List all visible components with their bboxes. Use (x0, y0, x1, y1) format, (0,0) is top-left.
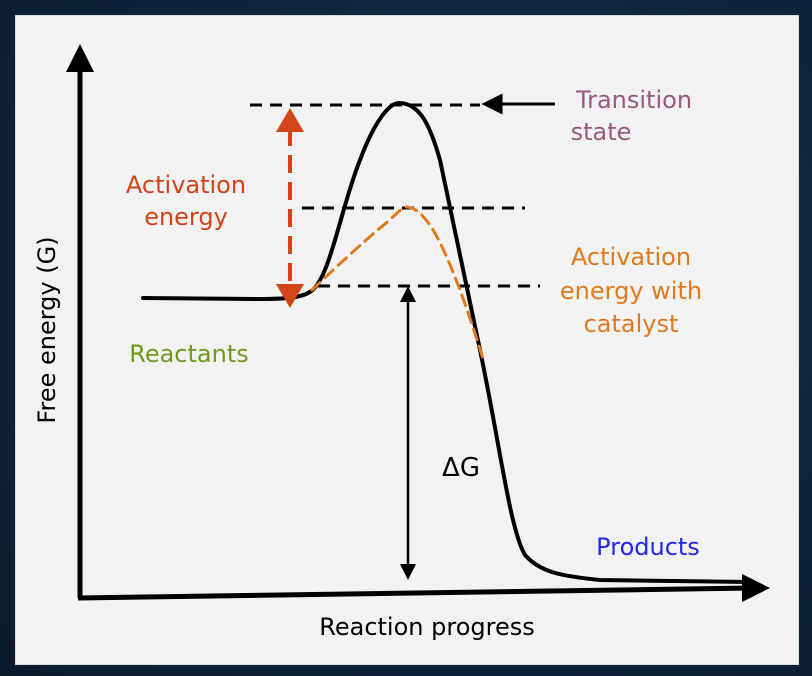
catalyst-curve (310, 205, 486, 364)
catalyst-label-2: energy with (560, 277, 702, 305)
reactants-label: Reactants (129, 340, 249, 368)
activation-energy-label-2: energy (144, 203, 228, 231)
catalyst-label-1: Activation (571, 243, 691, 271)
transition-state-label-2: state (571, 118, 632, 146)
delta-g-label: ΔG (442, 453, 480, 483)
transition-state-label-1: Transition (575, 86, 692, 114)
x-axis-label: Reaction progress (319, 613, 534, 641)
y-axis-arrowhead (66, 44, 94, 72)
products-label: Products (596, 533, 700, 561)
delta-g-arrowhead-top (400, 286, 416, 302)
activation-arrowhead-top (276, 108, 304, 132)
x-axis-arrowhead (742, 574, 770, 602)
activation-arrowhead-bottom (276, 284, 304, 308)
activation-energy-label-1: Activation (126, 171, 246, 199)
x-axis (77, 585, 753, 601)
catalyst-label-3: catalyst (584, 310, 679, 338)
delta-g-arrowhead-bottom (400, 564, 416, 580)
reaction-curve (141, 101, 752, 584)
y-axis-label: Free energy (G) (33, 236, 61, 423)
